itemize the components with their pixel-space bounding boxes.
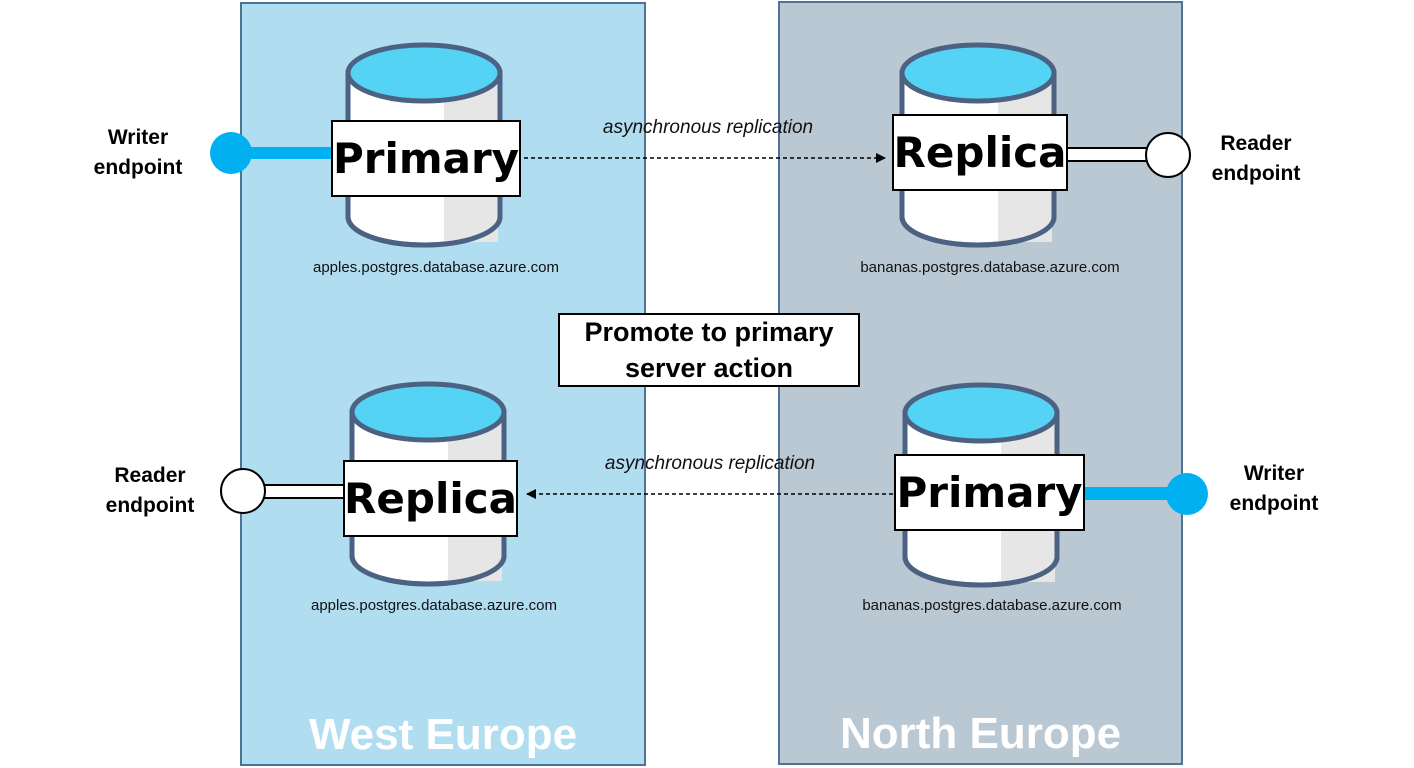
writer-endpoint-connector-bottom-right — [1084, 473, 1208, 515]
server-role-north-bottom: Primary — [894, 454, 1085, 531]
endpoint-label-line2: endpoint — [1229, 492, 1319, 515]
host-west-top: apples.postgres.database.azure.com — [313, 259, 559, 276]
endpoint-label-bottom-left: Reader endpoint — [80, 461, 220, 521]
host-north-top: bananas.postgres.database.azure.com — [860, 259, 1120, 276]
replication-label-bottom: asynchronous replication — [604, 453, 816, 474]
reader-endpoint-connector-top-right — [1065, 132, 1191, 178]
endpoint-label-line1: Reader — [114, 464, 186, 487]
promote-action-box: Promote to primary server action — [558, 313, 860, 387]
action-label-line1: Promote to primary — [584, 317, 834, 347]
server-role-west-top: Primary — [331, 120, 521, 197]
endpoint-label-bottom-right: Writer endpoint — [1204, 459, 1344, 519]
endpoint-label-top-right: Reader endpoint — [1186, 129, 1326, 189]
region-north-label: North Europe — [839, 709, 1122, 758]
endpoint-label-line2: endpoint — [93, 156, 183, 179]
host-north-bottom: bananas.postgres.database.azure.com — [862, 597, 1122, 614]
endpoint-label-line1: Reader — [1220, 132, 1292, 155]
writer-endpoint-connector-top-left — [210, 132, 334, 174]
region-west-label: West Europe — [308, 710, 578, 759]
server-role-west-bottom: Replica — [343, 460, 518, 537]
endpoint-label-line2: endpoint — [105, 494, 195, 517]
endpoint-label-top-left: Writer endpoint — [68, 123, 208, 183]
replication-label-top: asynchronous replication — [602, 117, 814, 138]
endpoint-label-line1: Writer — [1243, 462, 1305, 485]
server-role-north-top: Replica — [892, 114, 1068, 191]
reader-endpoint-connector-bottom-left — [220, 468, 347, 514]
action-label-line2: server action — [624, 353, 794, 383]
endpoint-label-line2: endpoint — [1211, 162, 1301, 185]
endpoint-label-line1: Writer — [107, 126, 169, 149]
host-west-bottom: apples.postgres.database.azure.com — [311, 597, 557, 614]
